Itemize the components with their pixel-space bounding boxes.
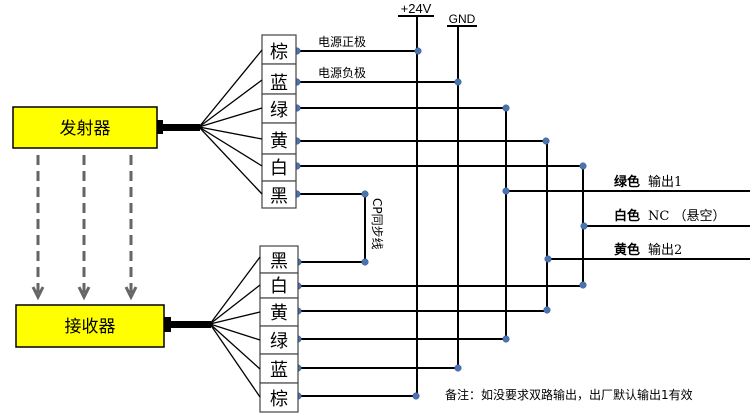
svg-text:白色: 白色 — [614, 208, 640, 224]
sync-line-label: CP同步线 — [370, 198, 384, 250]
label-power-negative: 电源负极 — [318, 66, 366, 80]
receiver-terminal-white: 白 — [270, 276, 288, 297]
output-label-3: 黄色 输出2 — [614, 242, 682, 258]
wire-sync-black — [297, 193, 366, 263]
emitter-label: 发射器 — [60, 119, 111, 139]
emitter-terminal-black: 黑 — [270, 186, 288, 207]
receiver-terminal-brown: 棕 — [270, 389, 288, 410]
emitter-device: 发射器 — [12, 106, 200, 149]
receiver-label: 接收器 — [65, 317, 116, 337]
junction-dots — [293, 47, 588, 400]
receiver-terminal-block: 黑 白 黄 绿 蓝 棕 — [259, 245, 299, 413]
emitter-terminal-brown: 棕 — [270, 42, 288, 63]
emitter-terminal-yellow: 黄 — [270, 131, 288, 152]
receiver-device: 接收器 — [15, 304, 211, 348]
emitter-terminal-green: 绿 — [270, 100, 288, 121]
svg-text:黄色: 黄色 — [614, 242, 640, 258]
emitter-wires — [297, 50, 583, 263]
output-label-1: 绿色 输出1 — [614, 174, 682, 190]
emitter-fan-wires — [198, 49, 263, 195]
emitter-terminal-blue: 蓝 — [270, 73, 288, 94]
receiver-terminal-blue: 蓝 — [270, 360, 288, 381]
output-label-2: 白色 NC （悬空） — [614, 208, 725, 224]
svg-text:绿色: 绿色 — [614, 174, 640, 190]
beam-arrows — [31, 155, 138, 301]
receiver-wires — [298, 285, 583, 397]
ground-rail-label: GND — [449, 12, 476, 26]
receiver-terminal-black: 黑 — [270, 251, 288, 272]
svg-text:输出1: 输出1 — [648, 174, 682, 190]
emitter-terminal-white: 白 — [270, 158, 288, 179]
positive-rail: +24V — [398, 1, 434, 396]
svg-text:NC （悬空）: NC （悬空） — [648, 209, 725, 224]
emitter-terminal-block: 棕 蓝 绿 黄 白 黑 — [261, 34, 297, 209]
receiver-terminal-green: 绿 — [270, 331, 288, 352]
ground-rail: GND — [447, 12, 477, 368]
receiver-fan-wires — [209, 256, 261, 398]
label-power-positive: 电源正极 — [318, 35, 366, 49]
receiver-terminal-yellow: 黄 — [270, 303, 288, 324]
positive-rail-label: +24V — [401, 1, 432, 16]
svg-text:输出2: 输出2 — [648, 242, 682, 258]
footnote: 备注：如没要求双路输出，出厂默认输出1有效 — [445, 387, 693, 402]
